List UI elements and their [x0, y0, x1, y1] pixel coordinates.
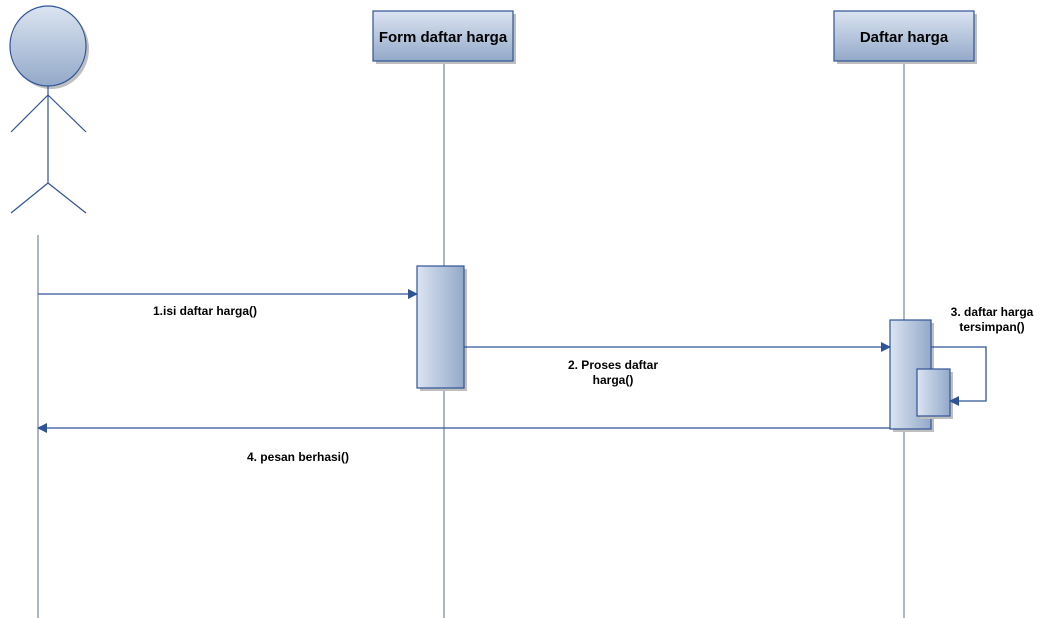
- message-4-label: 4. pesan berhasi(): [247, 450, 349, 464]
- message-1-label: 1.isi daftar harga(): [153, 304, 257, 318]
- message-3-arrow: [931, 346, 987, 406]
- message-1: 1.isi daftar harga(): [38, 289, 418, 318]
- participant-form-label: Form daftar harga: [379, 29, 508, 46]
- message-2-label-line-1: 2. Proses daftar: [568, 358, 658, 372]
- message-2-label-line-2: harga(): [593, 373, 634, 387]
- activation-daftar-self: [916, 368, 953, 419]
- message-4: 4. pesan berhasi(): [37, 423, 890, 464]
- activation-form: [416, 265, 467, 391]
- actor: [9, 5, 89, 214]
- actor-stick-figure: [10, 86, 87, 214]
- actor-head-fill: [9, 5, 87, 87]
- participant-daftar-harga: Daftar harga: [833, 10, 977, 64]
- message-3: 3. daftar harga tersimpan(): [931, 305, 1034, 406]
- message-3-label-line-2: tersimpan(): [959, 320, 1024, 334]
- message-2: 2. Proses daftar harga(): [464, 342, 891, 387]
- message-3-label-line-1: 3. daftar harga: [951, 305, 1034, 319]
- lifelines: [37, 63, 905, 618]
- participant-daftar-label: Daftar harga: [860, 29, 949, 46]
- participant-form-daftar-harga: Form daftar harga: [372, 10, 516, 64]
